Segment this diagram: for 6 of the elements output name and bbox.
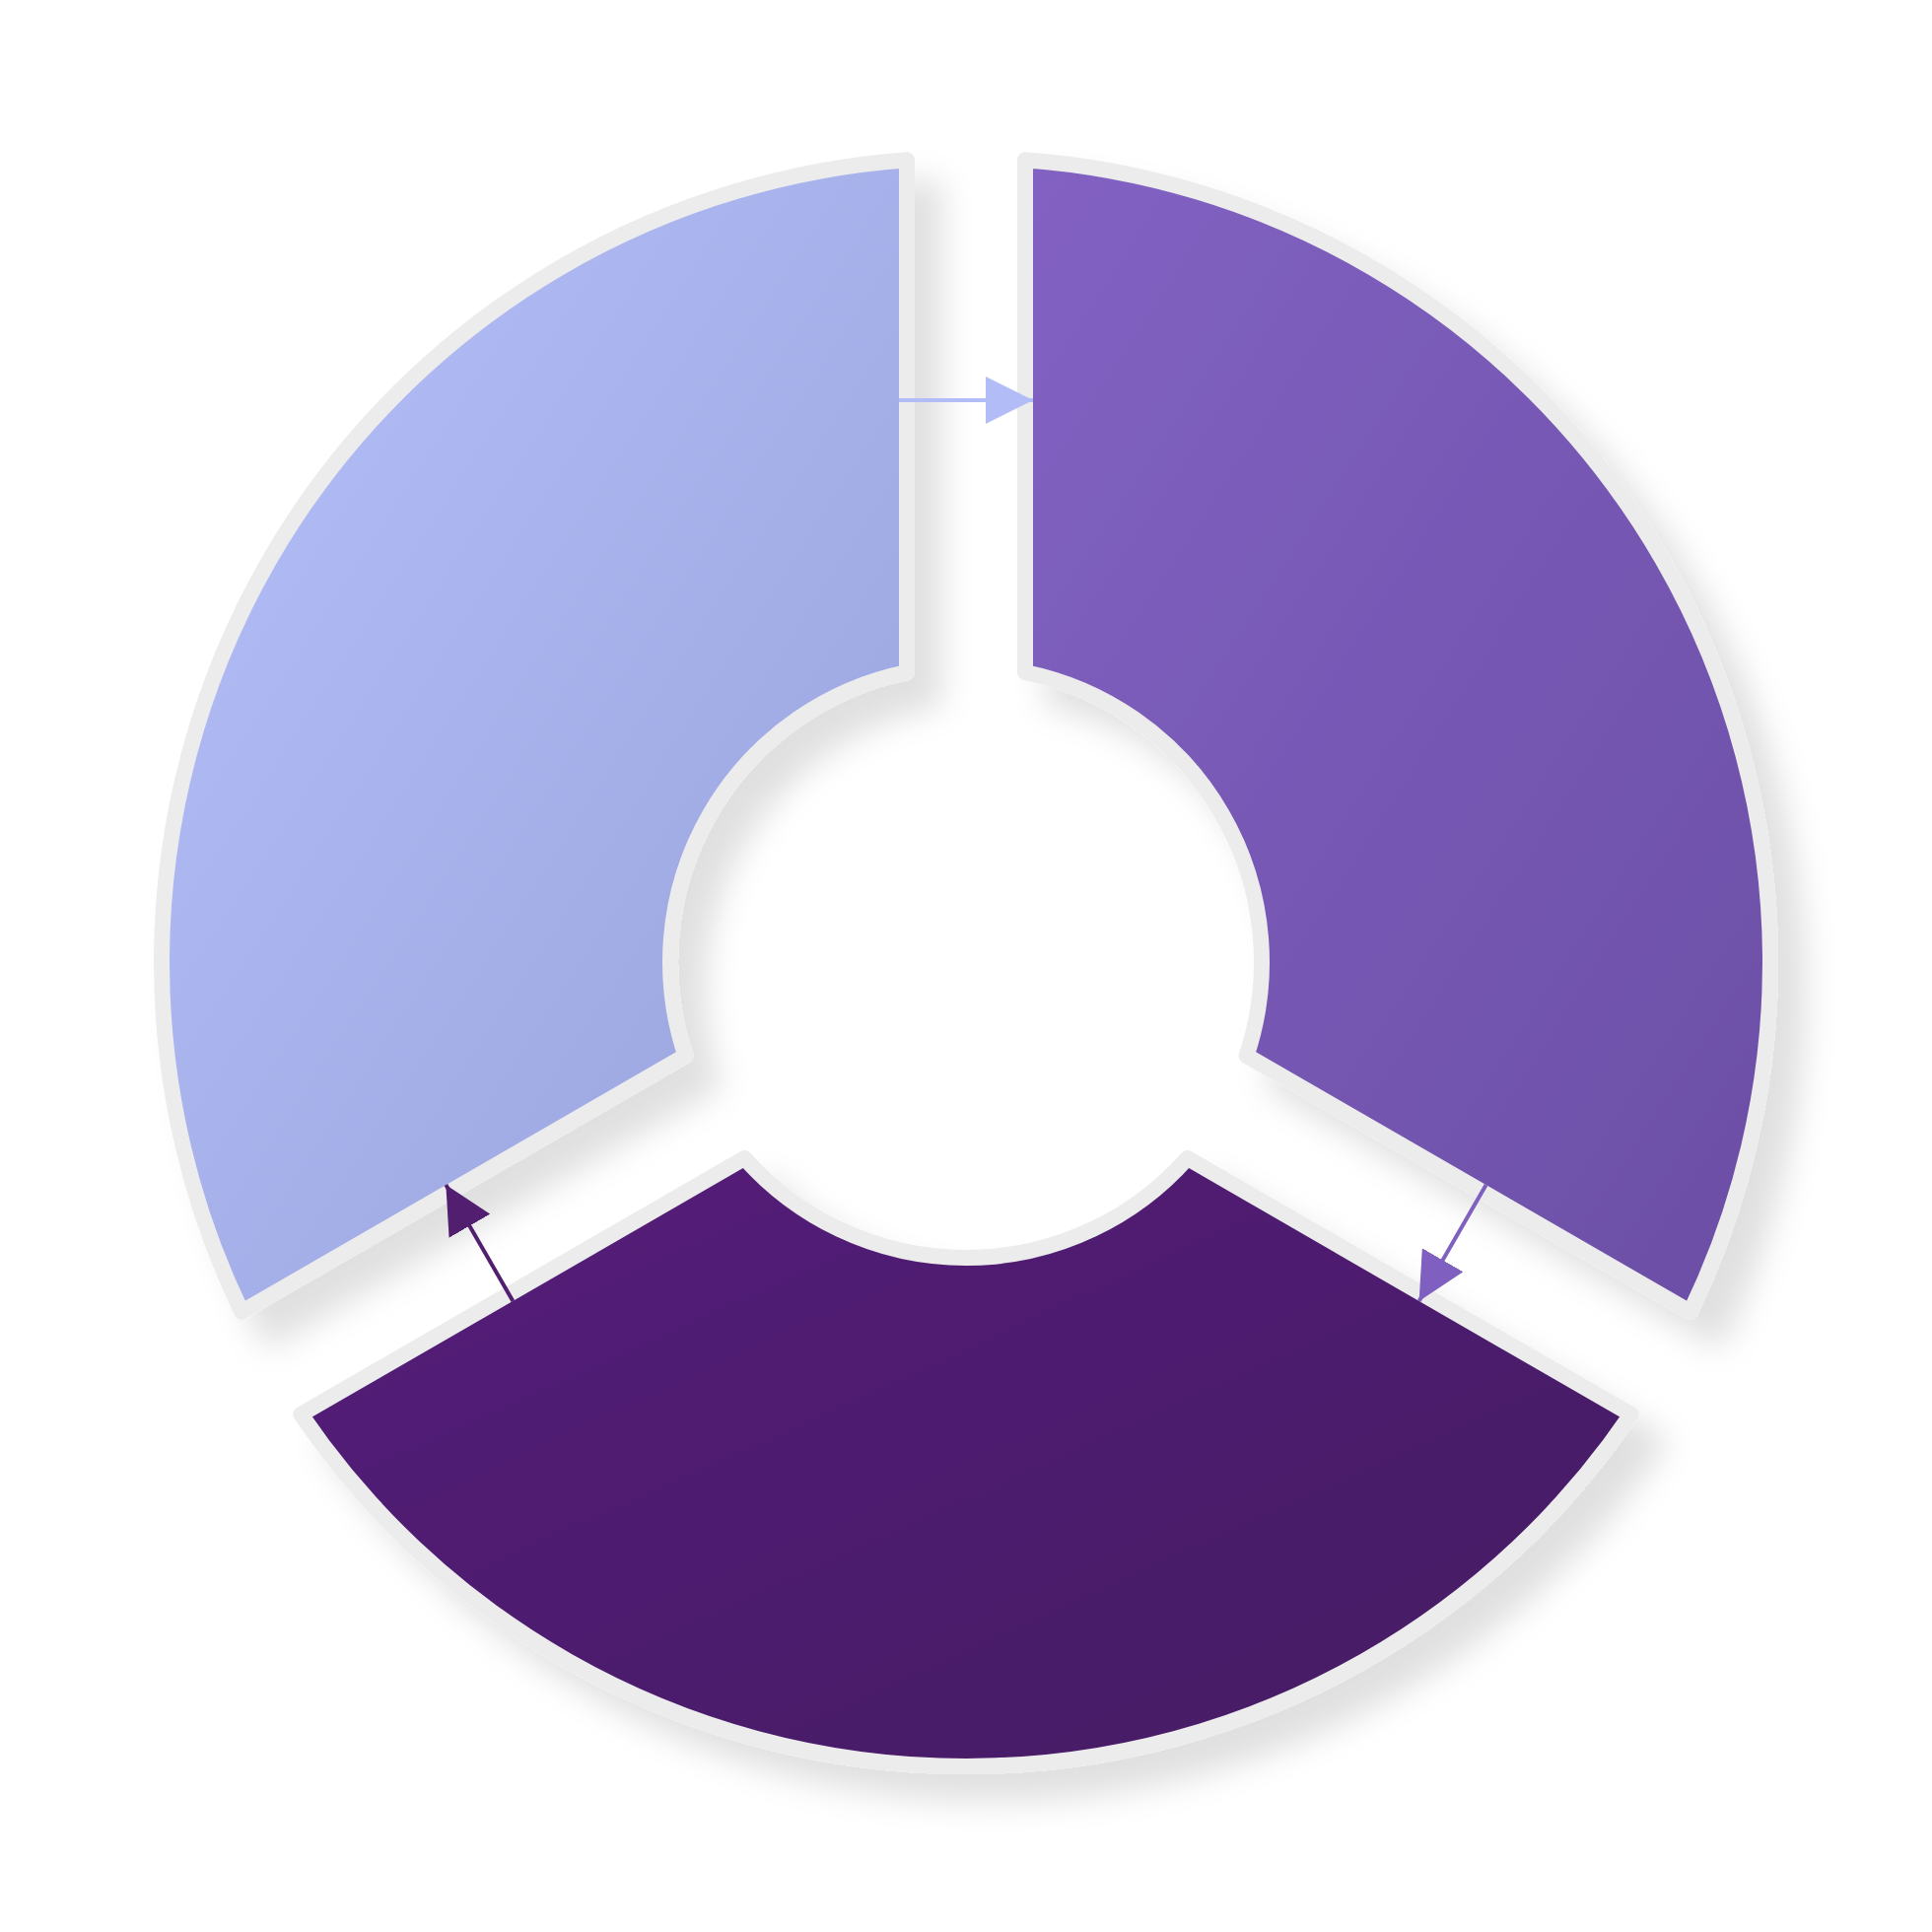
ring-segment xyxy=(1017,152,1777,1320)
arrow xyxy=(1416,1184,1488,1302)
ring-segment xyxy=(293,1149,1639,1773)
arrow xyxy=(899,377,1033,424)
arrow xyxy=(444,1184,516,1302)
ring-segment xyxy=(155,152,915,1320)
